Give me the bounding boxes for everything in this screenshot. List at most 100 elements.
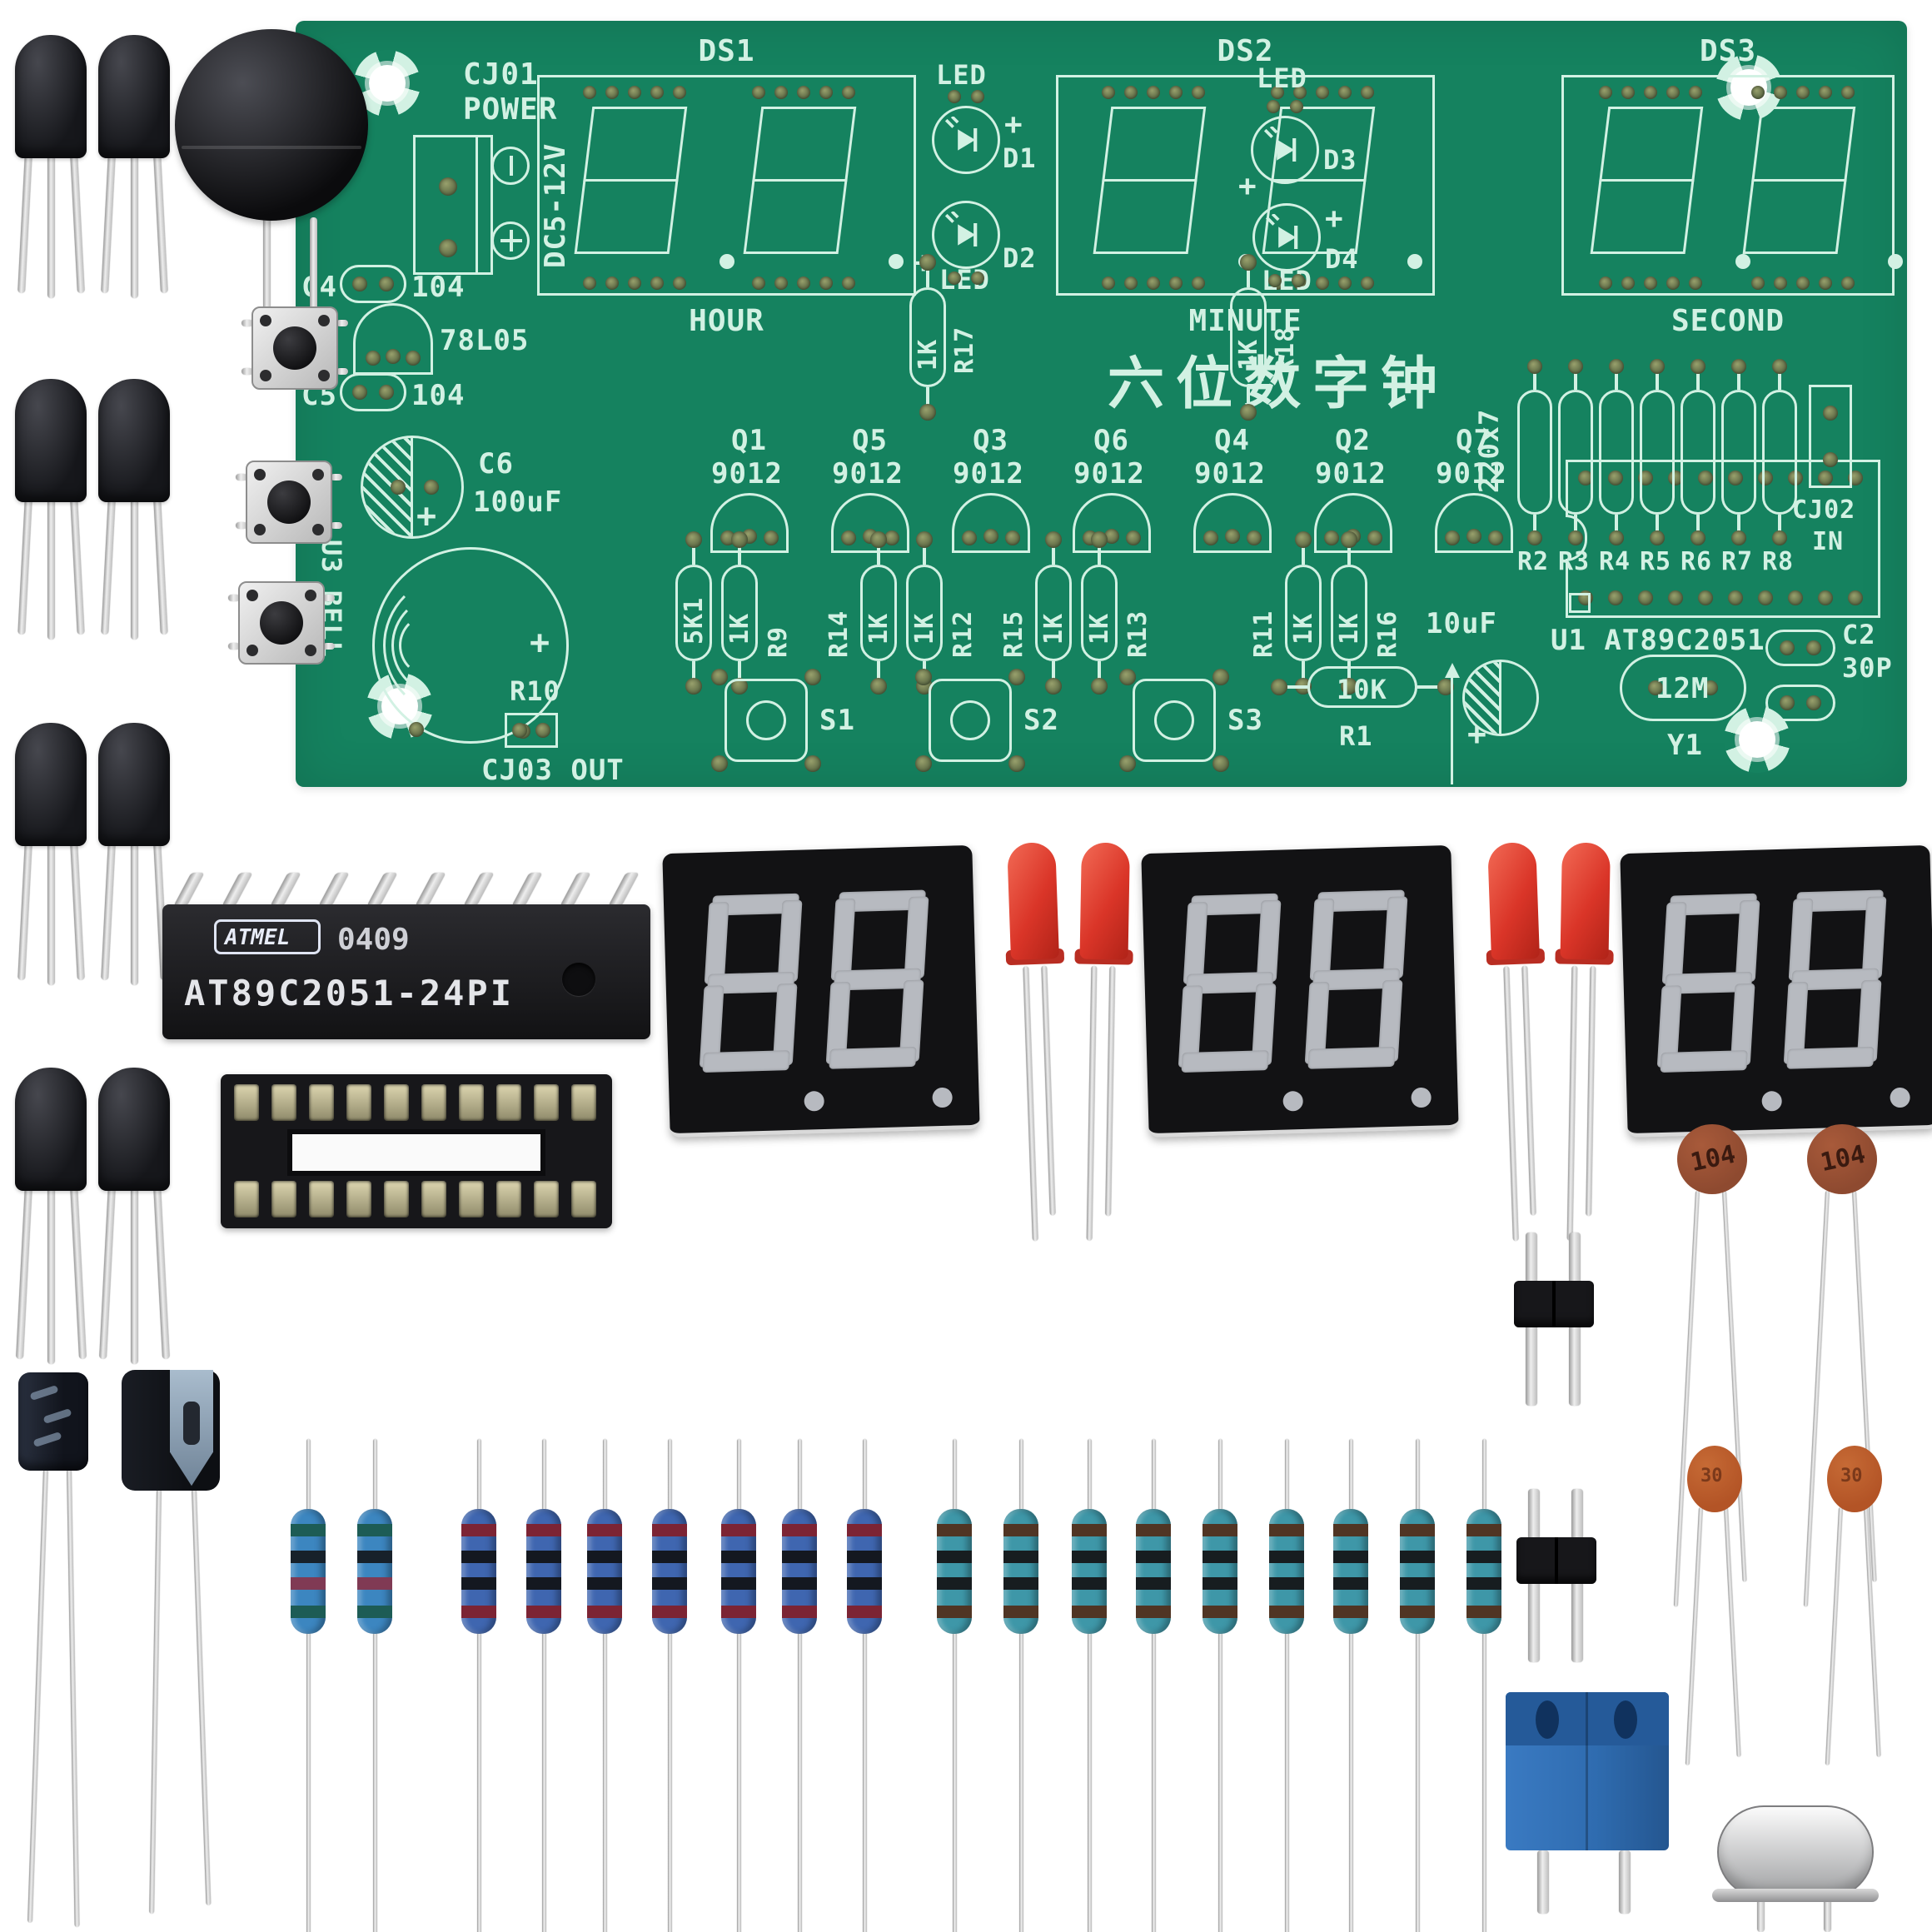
color-band bbox=[652, 1606, 687, 1618]
network-res-footprint bbox=[1681, 390, 1715, 515]
silk-network-ref: R7 bbox=[1720, 547, 1754, 576]
resistor-body bbox=[1400, 1509, 1435, 1634]
switch-pin bbox=[236, 474, 247, 481]
button-footprint bbox=[724, 679, 808, 762]
led-leg bbox=[1566, 965, 1578, 1241]
solder-pad bbox=[1361, 86, 1374, 99]
solder-pad bbox=[1690, 359, 1705, 374]
solder-pad bbox=[1650, 530, 1665, 545]
socket-contact bbox=[271, 1181, 296, 1217]
solder-pad bbox=[1192, 86, 1205, 99]
polarity-plus-icon bbox=[491, 222, 530, 260]
cap-value: 30 bbox=[1700, 1466, 1723, 1486]
transistor-footprint bbox=[831, 493, 909, 553]
color-band bbox=[291, 1524, 326, 1536]
solder-pad bbox=[752, 86, 765, 99]
silk-ds-caption: HOUR bbox=[689, 304, 764, 338]
bell-arc bbox=[383, 575, 525, 716]
resistor-lead bbox=[1088, 1439, 1092, 1511]
socket-contact bbox=[534, 1084, 559, 1121]
silk-res-val: 1K bbox=[1289, 612, 1318, 645]
color-band bbox=[1269, 1524, 1304, 1536]
resistor-lead-line bbox=[926, 267, 929, 287]
network-lead bbox=[1696, 515, 1700, 533]
color-band bbox=[357, 1606, 392, 1618]
color-band bbox=[1400, 1524, 1435, 1536]
color-band bbox=[1269, 1606, 1304, 1618]
solder-pad bbox=[1124, 86, 1138, 99]
transistor-leg bbox=[153, 495, 168, 635]
solder-pad bbox=[424, 480, 439, 495]
resistor bbox=[782, 1439, 817, 1932]
color-band bbox=[1466, 1606, 1501, 1618]
socket-contact bbox=[309, 1084, 334, 1121]
seven-seg-digit bbox=[1178, 893, 1282, 1073]
terminal-screw-hole bbox=[1536, 1700, 1559, 1739]
color-band bbox=[1333, 1606, 1368, 1618]
color-band bbox=[461, 1551, 496, 1563]
transistor-body bbox=[15, 379, 87, 502]
digit-lower bbox=[1742, 179, 1847, 254]
transistor-to92 bbox=[15, 1068, 87, 1367]
silk-ds-caption: SECOND bbox=[1671, 304, 1785, 338]
cap-leg bbox=[149, 1488, 162, 1914]
solder-pad bbox=[650, 86, 664, 99]
ceramic-cap-104: 104 bbox=[1673, 1124, 1747, 1607]
c10uf-divider bbox=[1499, 662, 1501, 734]
solder-pad bbox=[535, 723, 550, 738]
solder-pad bbox=[1638, 590, 1653, 605]
resistor-footprint bbox=[909, 287, 946, 387]
silk-network-ref: R6 bbox=[1680, 547, 1713, 576]
solder-pad bbox=[1689, 276, 1702, 290]
color-band bbox=[652, 1577, 687, 1590]
solder-pad bbox=[1780, 640, 1795, 655]
resistor-lead bbox=[1088, 1632, 1092, 1932]
color-band bbox=[587, 1551, 622, 1563]
color-band bbox=[1400, 1577, 1435, 1590]
resistor bbox=[1203, 1439, 1237, 1932]
resistor-footprint bbox=[906, 565, 943, 661]
silk-board-title: 六位数字钟 bbox=[1108, 351, 1450, 417]
solder-pad bbox=[1119, 669, 1136, 685]
silk-q-ref: Q5 bbox=[852, 424, 888, 457]
silk-q-part: 9012 bbox=[1194, 457, 1266, 490]
transistor-leg bbox=[101, 495, 116, 635]
cap-leg bbox=[1825, 1506, 1843, 1765]
solder-pad bbox=[409, 722, 424, 737]
solder-pad bbox=[1698, 590, 1713, 605]
resistor-lead-line bbox=[1302, 661, 1305, 681]
color-band bbox=[357, 1577, 392, 1590]
cap-leg bbox=[27, 1468, 48, 1923]
solder-pad bbox=[1324, 530, 1339, 545]
electrolytic-cap-large bbox=[122, 1370, 230, 1920]
silk-q-ref: Q2 bbox=[1335, 424, 1371, 457]
solder-pad bbox=[583, 276, 596, 290]
color-band bbox=[526, 1606, 561, 1618]
solder-pad bbox=[1578, 471, 1593, 485]
transistor-body bbox=[15, 35, 87, 158]
transistor-leg bbox=[17, 151, 32, 294]
solder-pad bbox=[1731, 530, 1746, 545]
resistor bbox=[291, 1439, 326, 1932]
solder-pad bbox=[1599, 86, 1612, 99]
resistor bbox=[1400, 1439, 1435, 1932]
solder-pad bbox=[386, 349, 401, 364]
solder-pad bbox=[1295, 531, 1312, 548]
silk-led-ref: D4 bbox=[1325, 243, 1359, 275]
color-band bbox=[937, 1551, 972, 1563]
color-band bbox=[721, 1606, 756, 1618]
seven-seg-display bbox=[662, 844, 980, 1138]
silk-xtal-val: 12M bbox=[1656, 672, 1710, 705]
xtal-footprint bbox=[1620, 655, 1746, 721]
socket-contact bbox=[309, 1181, 334, 1217]
resistor-lead bbox=[1482, 1632, 1486, 1932]
color-band bbox=[1072, 1606, 1107, 1618]
resistor-lead-line bbox=[738, 545, 741, 565]
solder-pad bbox=[774, 86, 788, 99]
solder-pad bbox=[1124, 276, 1138, 290]
silk-res-val: 1K bbox=[1085, 612, 1114, 645]
cap-leg bbox=[1685, 1506, 1703, 1765]
solder-pad bbox=[1668, 590, 1683, 605]
solder-pad bbox=[1780, 695, 1795, 710]
terminal-pin bbox=[1537, 1850, 1549, 1914]
